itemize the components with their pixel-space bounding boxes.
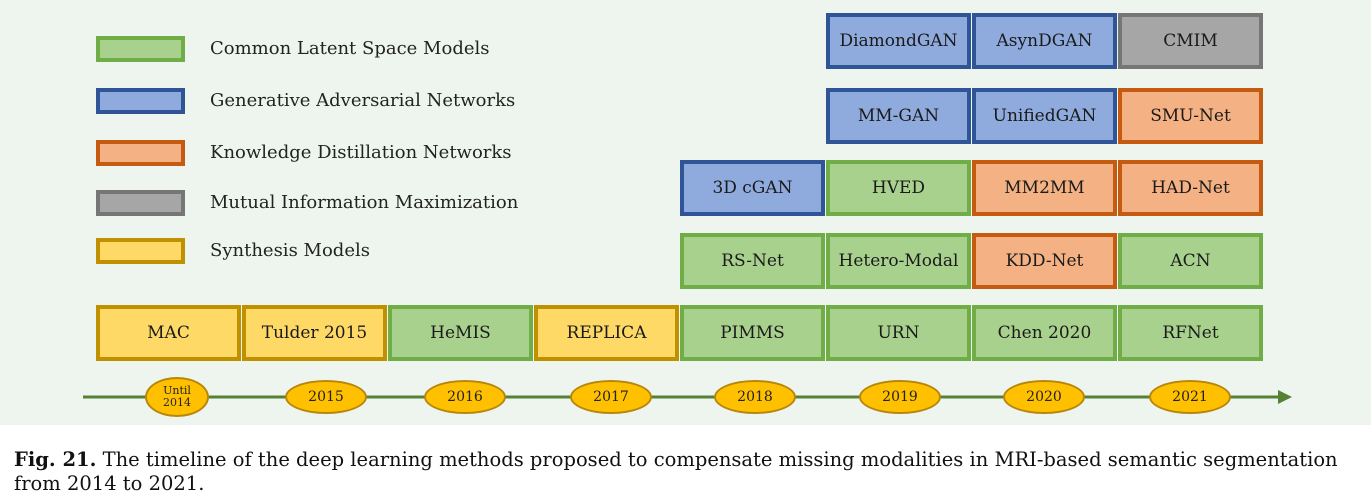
timeline-arrowhead — [1278, 390, 1292, 404]
caption-prefix: Fig. 21. — [14, 448, 97, 471]
year-marker-until-2014: Until 2014 — [145, 377, 209, 417]
legend-label-mim: Mutual Information Maximization — [210, 192, 519, 213]
method-box-replica: REPLICA — [534, 305, 679, 361]
legend-swatch-mim — [96, 190, 185, 216]
legend-swatch-syn — [96, 238, 185, 264]
year-marker-2020: 2020 — [1003, 380, 1085, 414]
legend-label-syn: Synthesis Models — [210, 240, 370, 261]
method-box-asyndgan: AsynDGAN — [972, 13, 1117, 69]
year-marker-2019: 2019 — [859, 380, 941, 414]
legend-swatch-kdn — [96, 140, 185, 166]
method-box-mac: MAC — [96, 305, 241, 361]
legend-swatch-clsm — [96, 36, 185, 62]
method-box-smu-net: SMU-Net — [1118, 88, 1263, 144]
method-box-acn: ACN — [1118, 233, 1263, 289]
method-box-rfnet: RFNet — [1118, 305, 1263, 361]
method-box-pimms: PIMMS — [680, 305, 825, 361]
figure-caption: Fig. 21. The timeline of the deep learni… — [14, 448, 1359, 496]
year-marker-2021: 2021 — [1149, 380, 1231, 414]
method-box-unifiedgan: UnifiedGAN — [972, 88, 1117, 144]
method-box-tulder-2015: Tulder 2015 — [242, 305, 387, 361]
caption-text: The timeline of the deep learning method… — [14, 448, 1338, 495]
year-marker-2016: 2016 — [424, 380, 506, 414]
method-box-mm-gan: MM-GAN — [826, 88, 971, 144]
method-box-3d-cgan: 3D cGAN — [680, 160, 825, 216]
method-box-urn: URN — [826, 305, 971, 361]
year-marker-2018: 2018 — [714, 380, 796, 414]
year-marker-2015: 2015 — [285, 380, 367, 414]
method-box-mm2mm: MM2MM — [972, 160, 1117, 216]
method-box-kdd-net: KDD-Net — [972, 233, 1117, 289]
method-box-hemis: HeMIS — [388, 305, 533, 361]
method-box-diamondgan: DiamondGAN — [826, 13, 971, 69]
method-box-cmim: CMIM — [1118, 13, 1263, 69]
legend-label-gan: Generative Adversarial Networks — [210, 90, 516, 111]
method-box-rs-net: RS-Net — [680, 233, 825, 289]
year-marker-2017: 2017 — [570, 380, 652, 414]
legend-swatch-gan — [96, 88, 185, 114]
legend-label-clsm: Common Latent Space Models — [210, 38, 490, 59]
method-box-chen-2020: Chen 2020 — [972, 305, 1117, 361]
method-box-hetero-modal: Hetero-Modal — [826, 233, 971, 289]
legend-label-kdn: Knowledge Distillation Networks — [210, 142, 512, 163]
method-box-had-net: HAD-Net — [1118, 160, 1263, 216]
method-box-hved: HVED — [826, 160, 971, 216]
